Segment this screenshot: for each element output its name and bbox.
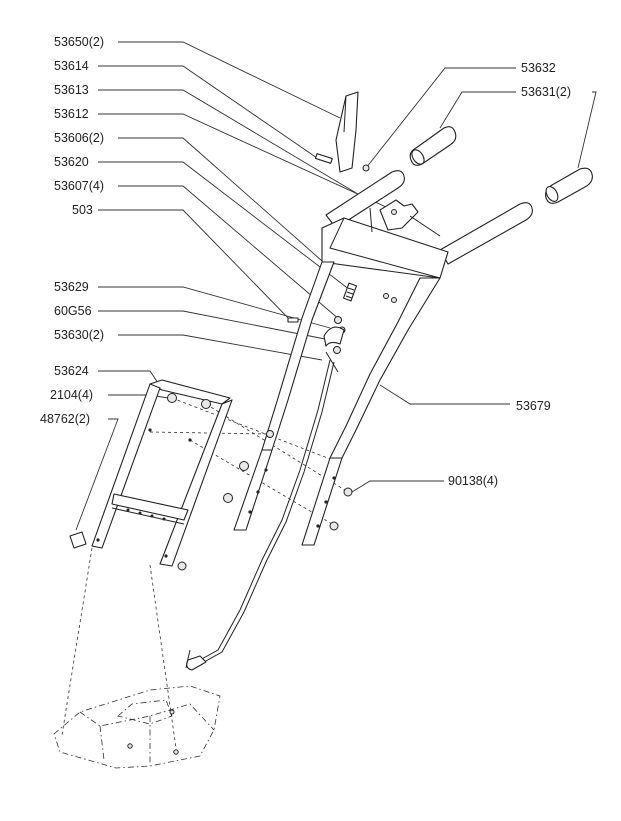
leader-53607 [118,185,341,321]
label-48762: 48762(2) [40,412,90,426]
leader-53613 [98,89,369,201]
label-90138: 90138(4) [448,474,498,488]
leader-53631 [577,91,597,169]
leader-53614 [98,65,321,161]
leader-53630 [118,334,323,361]
label-60G56: 60G56 [54,304,92,318]
leader-53629 [98,286,331,329]
pin-53614 [314,153,333,164]
leader-503 [98,209,293,323]
bolt-503 [287,317,299,323]
lower-frame-53624 [91,379,233,567]
label-2104: 2104(4) [50,388,93,402]
bolts-90138 [177,430,353,571]
label-53679: 53679 [516,399,551,413]
leader-53606 [118,137,331,269]
mounting-base [53,685,221,769]
label-503: 503 [72,203,93,217]
label-53631: 53631(2) [521,85,571,99]
control-shield [335,91,359,173]
leader-2104 [108,394,169,399]
washer-53632 [362,164,370,172]
label-53629: 53629 [54,280,89,294]
label-53630: 53630(2) [54,328,104,342]
label-53613: 53613 [54,83,89,97]
label-53632: 53632 [521,61,556,75]
top-bracket [369,199,441,237]
label-53612: 53612 [54,107,89,121]
leader-90138 [351,480,444,493]
knob-48762 [69,531,87,549]
grip-right [545,167,593,204]
leader-53679 [379,384,510,405]
cam-60G56 [323,326,345,347]
leader-48762 [75,418,119,531]
label-53650: 53650(2) [54,35,104,49]
label-53624: 53624 [54,364,89,378]
leader-53612 [98,113,411,219]
leader-53624 [98,370,159,384]
grip-left [409,126,457,166]
nuts-2104 [167,393,249,503]
label-53606: 53606(2) [54,131,104,145]
leader-53632 [365,67,516,169]
leader-53650 [118,41,341,119]
label-53607: 53607(4) [54,179,104,193]
leader-60G56 [98,310,331,341]
leader-53620 [98,161,351,291]
handlebar-53679 [233,170,533,546]
label-53620: 53620 [54,155,89,169]
leader-53631-left [439,91,516,129]
small-hardware [287,282,397,354]
control-rod [185,351,339,671]
label-53614: 53614 [54,59,89,73]
